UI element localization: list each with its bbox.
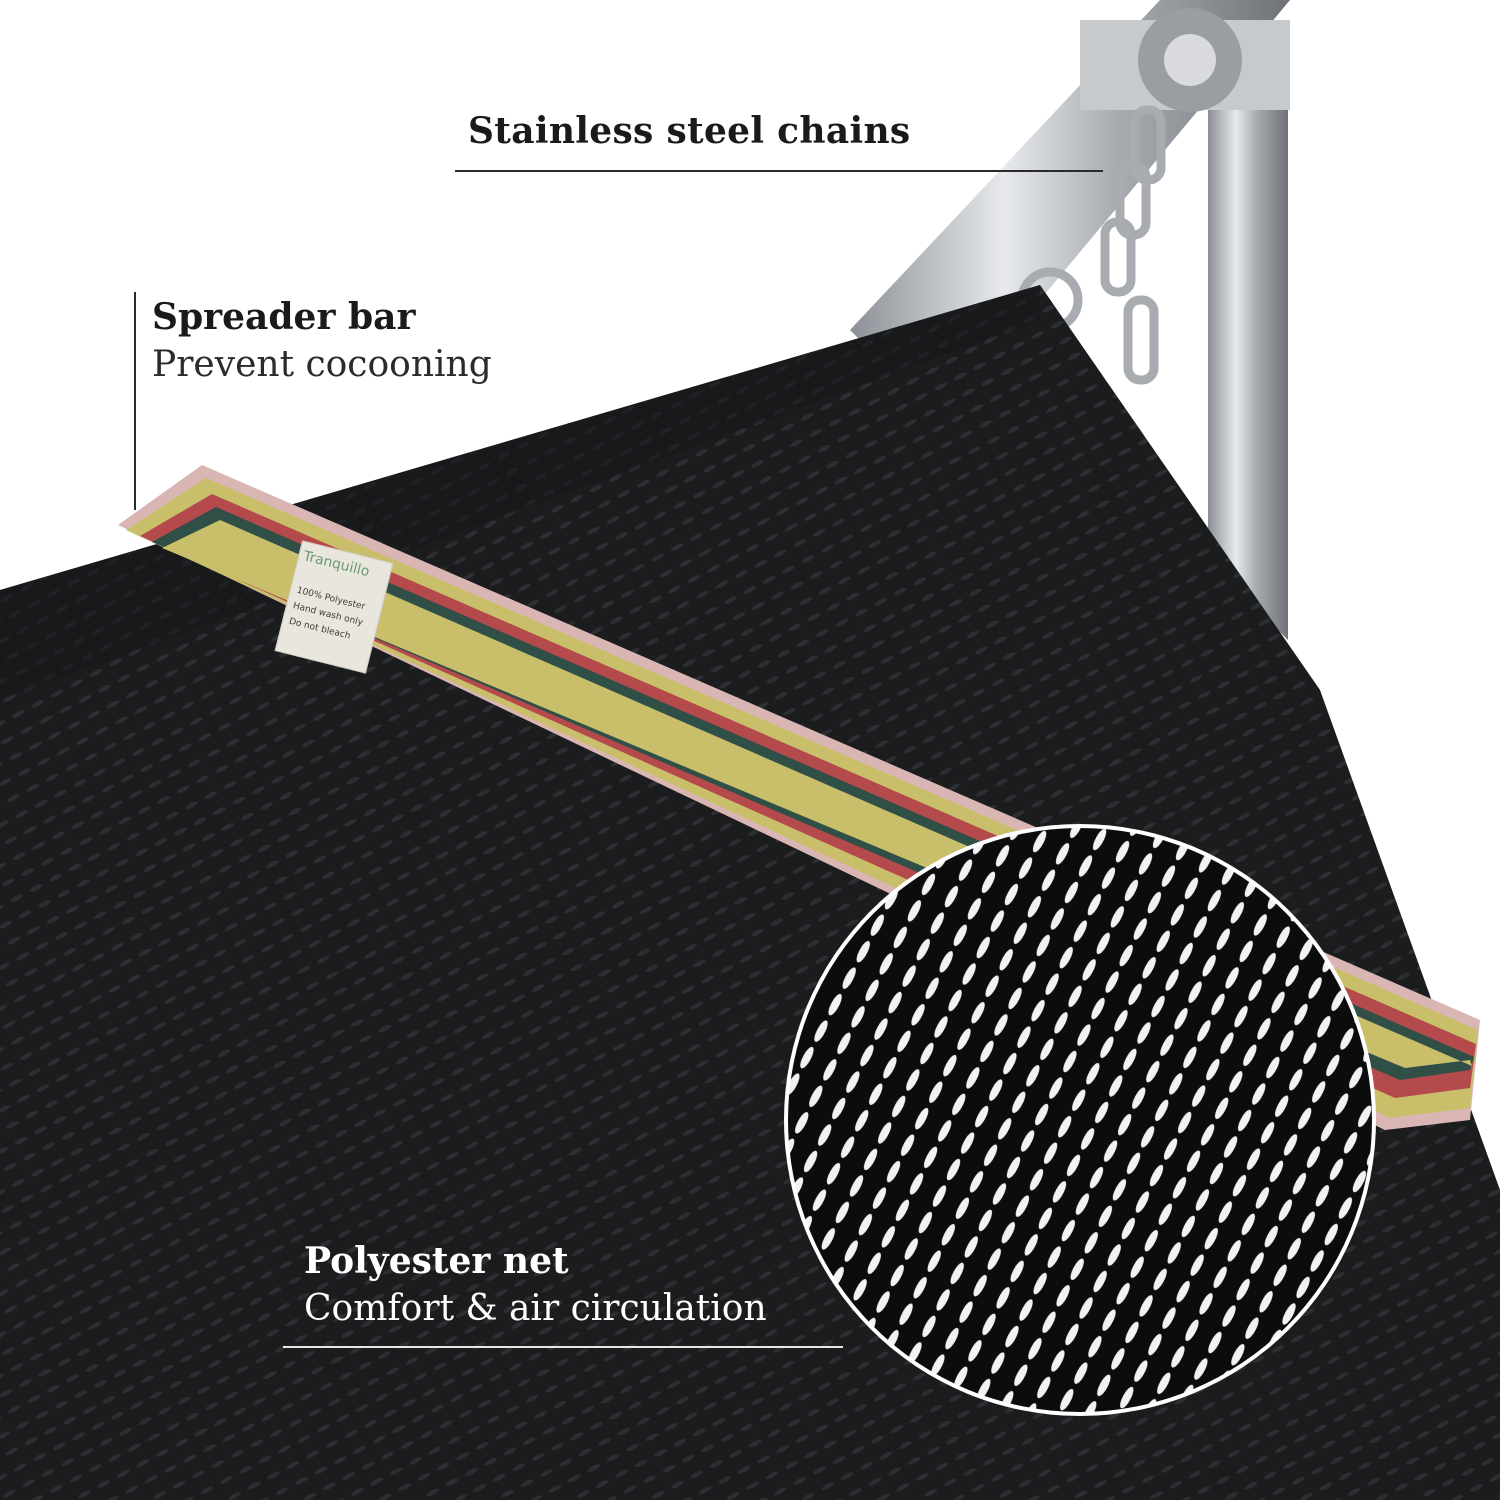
spreader-callout-title: Spreader bar [152,296,416,338]
chains-callout: Stainless steel chains [468,110,911,152]
chains-callout-rule [455,170,1103,172]
spreader-callout: Spreader bar Prevent cocooning [152,296,492,385]
mesh-closeup-circle [784,824,1376,1416]
net-callout-title: Polyester net [304,1240,569,1282]
chains-callout-title: Stainless steel chains [468,110,911,152]
net-callout-subtitle: Comfort & air circulation [304,1288,767,1329]
spreader-callout-subtitle: Prevent cocooning [152,344,492,385]
spreader-callout-rule [134,292,136,510]
net-callout: Polyester net Comfort & air circulation [304,1240,767,1329]
net-callout-rule [283,1346,843,1348]
